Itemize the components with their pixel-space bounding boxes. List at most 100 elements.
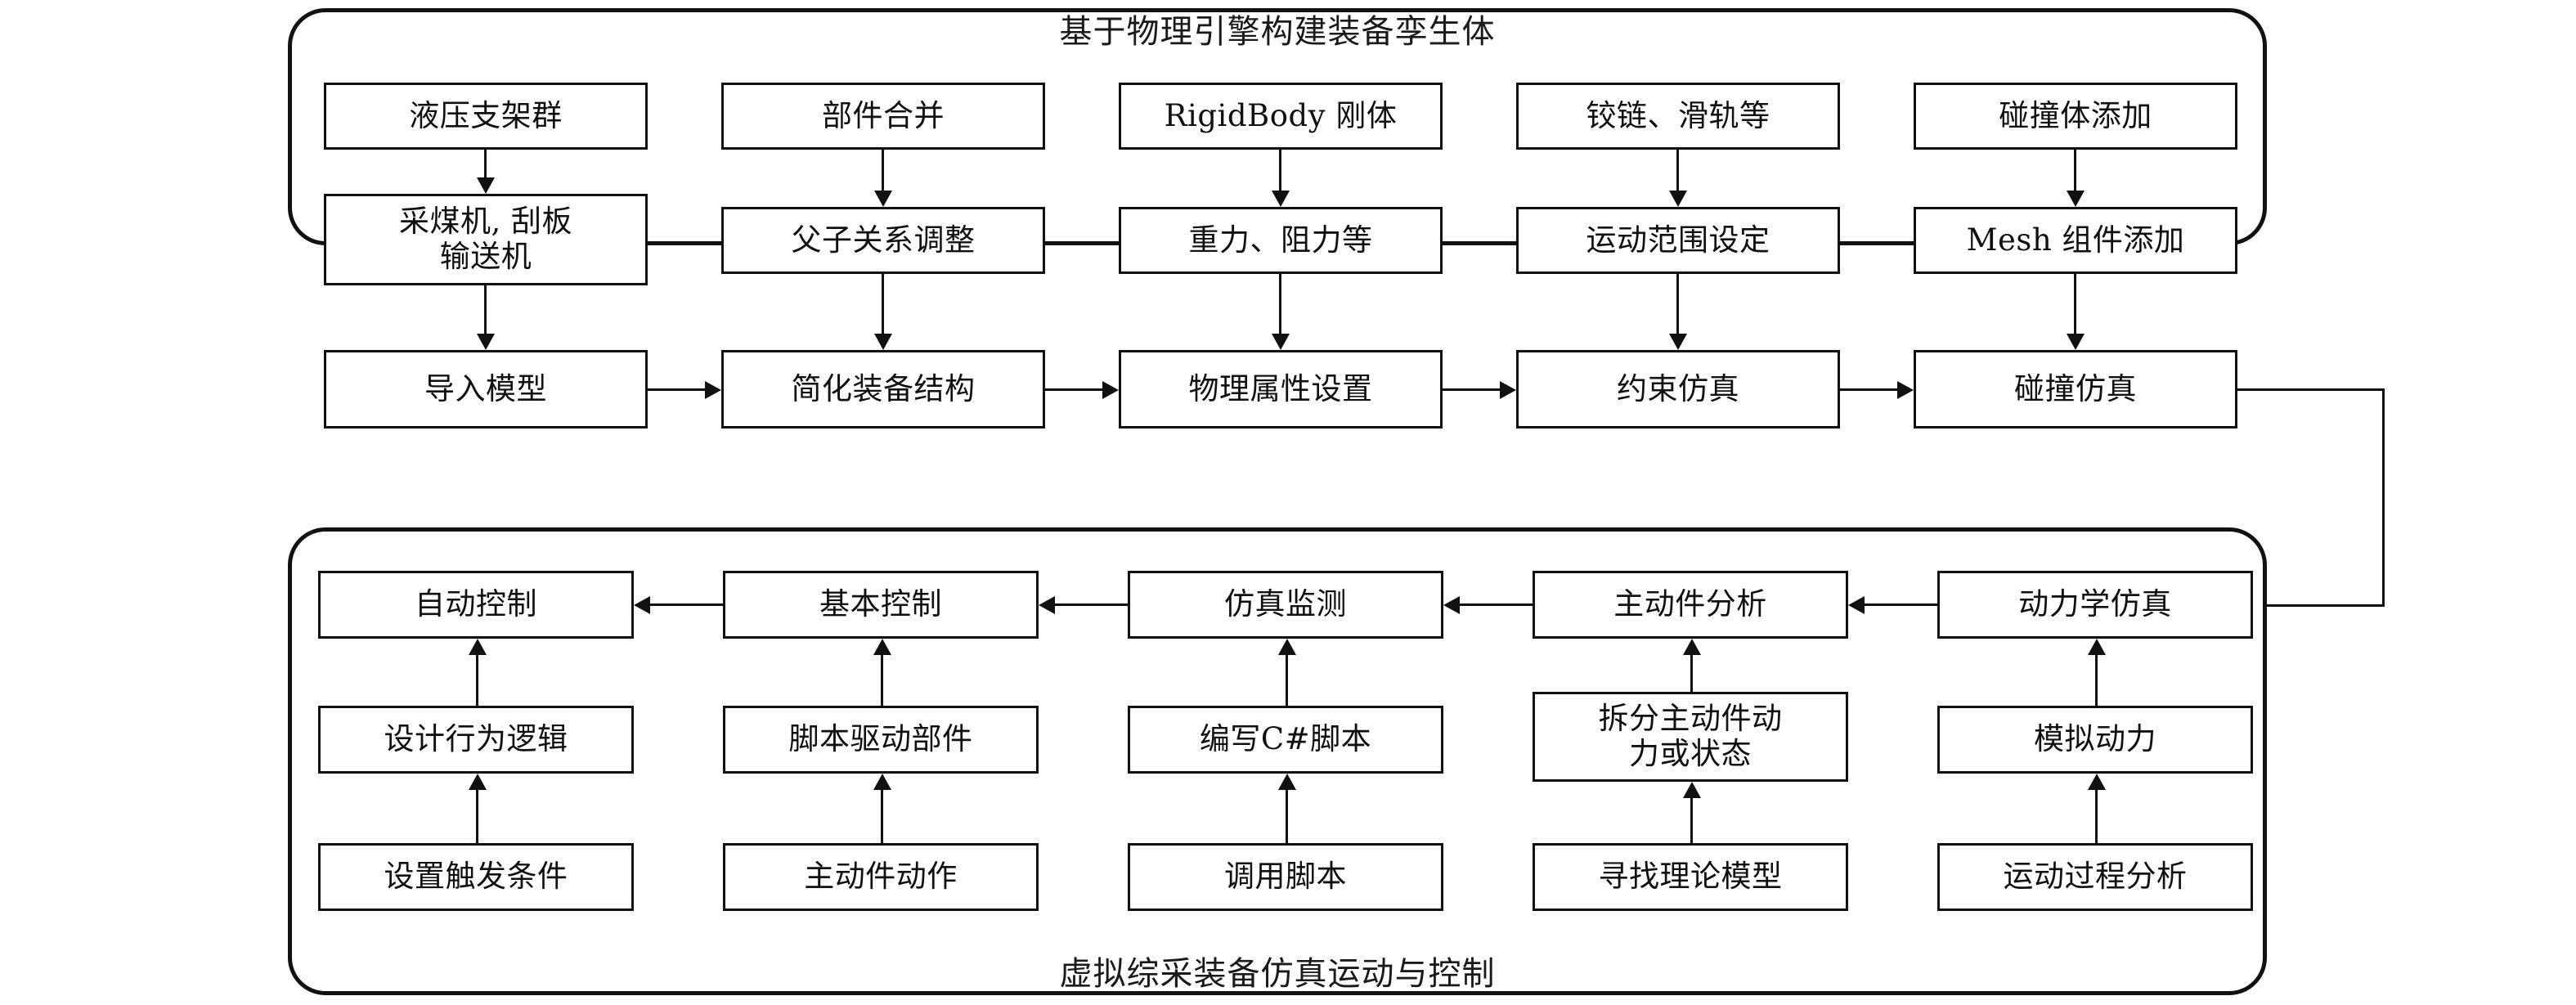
process-box[interactable]: 父子关系调整 (721, 207, 1045, 274)
box-label: 碰撞体添加 (1999, 97, 2152, 133)
process-box[interactable]: 运动范围设定 (1516, 207, 1840, 274)
box-label: 脚本驱动部件 (788, 721, 973, 757)
process-box[interactable]: 约束仿真 (1516, 350, 1840, 428)
arrow-down-icon (1272, 334, 1290, 350)
arrow-up-icon (1683, 639, 1701, 655)
arrow-up-icon (873, 774, 891, 790)
process-box[interactable]: 设置触发条件 (318, 843, 634, 911)
box-label: 运动范围设定 (1586, 222, 1770, 258)
arrow-left-icon (1039, 596, 1055, 614)
process-box[interactable]: 液压支架群 (324, 83, 648, 150)
process-box[interactable]: 简化装备结构 (721, 350, 1045, 428)
process-box[interactable]: 寻找理论模型 (1533, 843, 1848, 911)
process-box[interactable]: 主动件分析 (1533, 571, 1848, 639)
box-label: 主动件分析 (1613, 586, 1767, 622)
connector-line (1460, 603, 1533, 606)
connector-line (476, 790, 478, 843)
box-label: 简化装备结构 (791, 370, 976, 406)
process-box[interactable]: 基本控制 (723, 571, 1039, 639)
arrow-up-icon (2088, 774, 2106, 790)
process-box[interactable]: RigidBody 刚体 (1119, 83, 1443, 150)
arrow-down-icon (874, 191, 892, 207)
box-label: 采煤机, 刮板输送机 (398, 204, 573, 274)
arrow-left-icon (1443, 596, 1460, 614)
process-box[interactable]: 仿真监测 (1128, 571, 1443, 639)
box-label: 导入模型 (424, 370, 547, 406)
arrow-down-icon (1272, 191, 1290, 207)
box-label: 主动件动作 (804, 859, 958, 895)
process-box[interactable]: 碰撞仿真 (1914, 350, 2237, 428)
connector-line (2254, 604, 2385, 607)
connector-line (1279, 274, 1281, 334)
box-label: 父子关系调整 (791, 222, 976, 258)
process-box[interactable]: 碰撞体添加 (1914, 83, 2237, 150)
connector-line (1055, 603, 1128, 606)
connector-line (1443, 388, 1500, 391)
box-label: 设计行为逻辑 (384, 721, 568, 757)
arrow-up-icon (1278, 639, 1296, 655)
box-label: 编写C#脚本 (1199, 721, 1372, 757)
process-box[interactable]: 物理属性设置 (1119, 350, 1443, 428)
connector-line (1286, 790, 1288, 843)
process-box[interactable]: 动力学仿真 (1937, 571, 2253, 639)
box-label: 设置触发条件 (384, 859, 568, 895)
connector-line (1279, 150, 1281, 194)
box-label: 部件合并 (822, 97, 945, 133)
connector-line (1865, 603, 1937, 606)
box-label: 仿真监测 (1224, 586, 1347, 622)
connector-line (1840, 388, 1897, 391)
process-box[interactable]: 模拟动力 (1937, 706, 2253, 774)
box-label: 自动控制 (415, 586, 537, 622)
connector-line (2095, 790, 2098, 843)
process-box[interactable]: 主动件动作 (723, 843, 1039, 911)
process-box[interactable]: 编写C#脚本 (1128, 706, 1443, 774)
arrow-up-icon (873, 639, 891, 655)
process-box[interactable]: 自动控制 (318, 571, 634, 639)
arrow-up-icon (1278, 774, 1296, 790)
connector-line (882, 274, 884, 334)
process-box[interactable]: 采煤机, 刮板输送机 (324, 194, 648, 285)
process-box[interactable]: 调用脚本 (1128, 843, 1443, 911)
arrow-right-icon (1102, 381, 1119, 399)
process-box[interactable]: Mesh 组件添加 (1914, 207, 2237, 274)
connector-line (881, 655, 883, 706)
arrow-down-icon (1669, 191, 1687, 207)
process-box[interactable]: 设计行为逻辑 (318, 706, 634, 774)
box-label: 基本控制 (819, 586, 942, 622)
process-box[interactable]: 导入模型 (324, 350, 648, 428)
process-box[interactable]: 铰链、滑轨等 (1516, 83, 1840, 150)
connector-line (2074, 150, 2076, 194)
process-box[interactable]: 运动过程分析 (1937, 843, 2253, 911)
box-label: 铰链、滑轨等 (1586, 97, 1770, 133)
process-box[interactable]: 脚本驱动部件 (723, 706, 1039, 774)
connector-line (882, 150, 884, 194)
connector-line (484, 285, 487, 334)
connector-line (1676, 274, 1679, 334)
connector-line (1676, 150, 1679, 194)
arrow-right-icon (1500, 381, 1516, 399)
connector-line (484, 150, 487, 181)
arrow-up-icon (2088, 639, 2106, 655)
process-box[interactable]: 部件合并 (721, 83, 1045, 150)
process-box[interactable]: 重力、阻力等 (1119, 207, 1443, 274)
box-label: 重力、阻力等 (1188, 222, 1373, 258)
arrow-down-icon (874, 334, 892, 350)
box-label: 碰撞仿真 (2014, 370, 2137, 406)
connector-line (2074, 274, 2076, 334)
connector-line (2237, 388, 2385, 391)
arrow-down-icon (477, 177, 495, 194)
box-label: 调用脚本 (1224, 859, 1347, 895)
connector-line (648, 388, 705, 391)
arrow-down-icon (2067, 191, 2085, 207)
section-title-top: 基于物理引擎构建装备孪生体 (1059, 13, 1496, 51)
arrow-down-icon (1669, 334, 1687, 350)
box-label: 拆分主动件动力或状态 (1598, 701, 1783, 771)
box-label: 物理属性设置 (1188, 370, 1373, 406)
arrow-right-icon (1897, 381, 1914, 399)
process-box[interactable]: 拆分主动件动力或状态 (1533, 692, 1848, 782)
connector-line (1690, 655, 1693, 692)
arrow-left-icon (634, 596, 650, 614)
section-title-bottom: 虚拟综采装备仿真运动与控制 (1059, 955, 1496, 993)
arrow-up-icon (469, 774, 487, 790)
